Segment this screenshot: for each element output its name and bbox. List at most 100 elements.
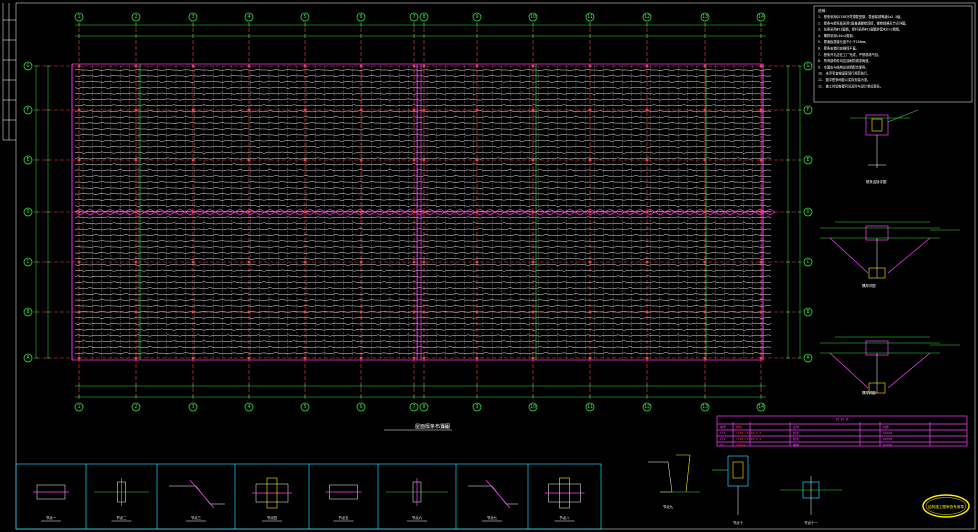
axis-bubble: 12 xyxy=(642,402,652,412)
purlin-line xyxy=(75,299,771,302)
note-line: 9. 本图应与结构总说明配合使用。 xyxy=(818,64,868,69)
axis-bubble-circle xyxy=(528,402,538,412)
table-cell: C200×70×20×2.5 xyxy=(736,431,761,435)
right-detail-views xyxy=(820,109,960,394)
plan-scale: 1:100 xyxy=(438,425,449,429)
note-line: 11. 图中檩条间距以实际安装为准。 xyxy=(818,77,870,82)
axis-bubble-circle xyxy=(23,353,33,363)
axis-bubble-label: D xyxy=(26,209,29,215)
column-node xyxy=(588,64,592,68)
table-cell: Q235B xyxy=(883,443,892,447)
purlin-line xyxy=(74,128,772,130)
column-node xyxy=(77,210,81,214)
column-node xyxy=(412,310,416,314)
column-node xyxy=(475,158,479,162)
purlin-line xyxy=(74,287,772,290)
axis-bubble: G xyxy=(23,61,33,71)
column-node xyxy=(191,64,195,68)
column-node xyxy=(359,210,363,214)
column-node xyxy=(759,158,763,162)
note-line: 8. 所有钢构件均应涂刷防锈漆两道。 xyxy=(818,58,872,63)
sketch-1: 节点九 xyxy=(648,454,700,509)
axis-bubble-label: 6 xyxy=(359,404,362,410)
axis-bubble-circle xyxy=(803,207,813,217)
plan-title: 屋面檩条布置图 xyxy=(415,423,450,430)
note-line: 1. 檩条采用Q235B冷弯薄壁型钢，表面除锈等级Sa2.5级。 xyxy=(818,14,904,19)
purlin-line xyxy=(75,328,771,331)
axis-bubble-label: 13 xyxy=(702,14,708,20)
axis-bubble: 6 xyxy=(356,12,366,22)
column-node xyxy=(134,64,138,68)
column-node xyxy=(412,108,416,112)
column-node xyxy=(422,158,426,162)
column-node xyxy=(303,310,307,314)
column-node xyxy=(703,64,707,68)
axis-bubble: A xyxy=(803,353,813,363)
axis-bubble-circle xyxy=(356,12,366,22)
axis-bubble-label: 12 xyxy=(644,14,650,20)
column-node xyxy=(359,356,363,360)
axis-bubble: 4 xyxy=(244,402,254,412)
column-node xyxy=(531,310,535,314)
note-line: 5. 屋面板搭接长度不小于150mm。 xyxy=(818,39,868,44)
column-node xyxy=(77,108,81,112)
axis-bubble: 11 xyxy=(585,12,595,22)
column-node xyxy=(247,356,251,360)
strip-caption: 节点六 xyxy=(412,515,423,520)
sketch-caption: 节点九 xyxy=(663,504,674,509)
strip-detail: 节点八 xyxy=(544,477,585,522)
axis-bubble-label: G xyxy=(806,63,809,69)
purlin-line xyxy=(74,334,772,337)
detail-view xyxy=(820,336,960,394)
column-node xyxy=(531,356,535,360)
axis-bubble: 5 xyxy=(300,12,310,22)
column-node xyxy=(531,158,535,162)
axis-bubble-label: G xyxy=(26,63,29,69)
strip-section xyxy=(266,477,278,509)
column-node xyxy=(134,260,138,264)
column-node xyxy=(191,210,195,214)
column-node xyxy=(422,310,426,314)
table-cell: 名称 xyxy=(793,424,799,429)
column-node xyxy=(422,356,426,360)
axis-bubble-circle xyxy=(74,402,84,412)
axis-bubble: 1 xyxy=(74,12,84,22)
axis-bubble-circle xyxy=(23,307,33,317)
axis-bubble-circle xyxy=(803,61,813,71)
axis-bubble-label: 7 xyxy=(412,404,415,410)
axis-bubble-label: 3 xyxy=(191,404,194,410)
axis-bubble-label: 11 xyxy=(587,404,593,410)
axis-bubble-label: A xyxy=(26,355,29,361)
axis-bubble: 3 xyxy=(188,12,198,22)
table-cell: 檩条 xyxy=(793,436,799,441)
column-node xyxy=(588,158,592,162)
strip-section xyxy=(559,477,570,509)
strip-caption: 节点三 xyxy=(191,515,202,520)
column-node xyxy=(588,108,592,112)
purlin-line xyxy=(74,305,772,307)
axis-bubble-circle xyxy=(23,155,33,165)
purlin-line xyxy=(74,281,772,284)
axis-bubble-circle xyxy=(803,105,813,115)
strip-caption: 节点四 xyxy=(267,515,278,520)
column-node xyxy=(134,108,138,112)
column-node xyxy=(531,108,535,112)
column-node xyxy=(645,108,649,112)
column-node xyxy=(303,356,307,360)
axis-bubble-label: 4 xyxy=(247,14,250,20)
axis-bubble-circle xyxy=(188,402,198,412)
detail-purlin xyxy=(871,118,883,132)
note-line: 12. 施工时如有疑问请及时与设计单位联系。 xyxy=(818,83,883,88)
column-node xyxy=(588,310,592,314)
note-line: 2. 檩条与檩托板采用C级普通螺栓连接，螺栓规格见节点详图。 xyxy=(818,20,909,25)
axis-bubble-label: 13 xyxy=(702,404,708,410)
column-node xyxy=(531,64,535,68)
axis-bubble-label: E xyxy=(806,157,809,163)
axis-bubble-circle xyxy=(188,12,198,22)
axis-bubble: C xyxy=(23,257,33,267)
bottom-detail-strip: 节点一节点二节点三节点四节点五节点六节点七节点八 xyxy=(15,463,602,530)
axis-bubble-label: 9 xyxy=(475,404,478,410)
table-cell: Q235B xyxy=(883,431,892,435)
